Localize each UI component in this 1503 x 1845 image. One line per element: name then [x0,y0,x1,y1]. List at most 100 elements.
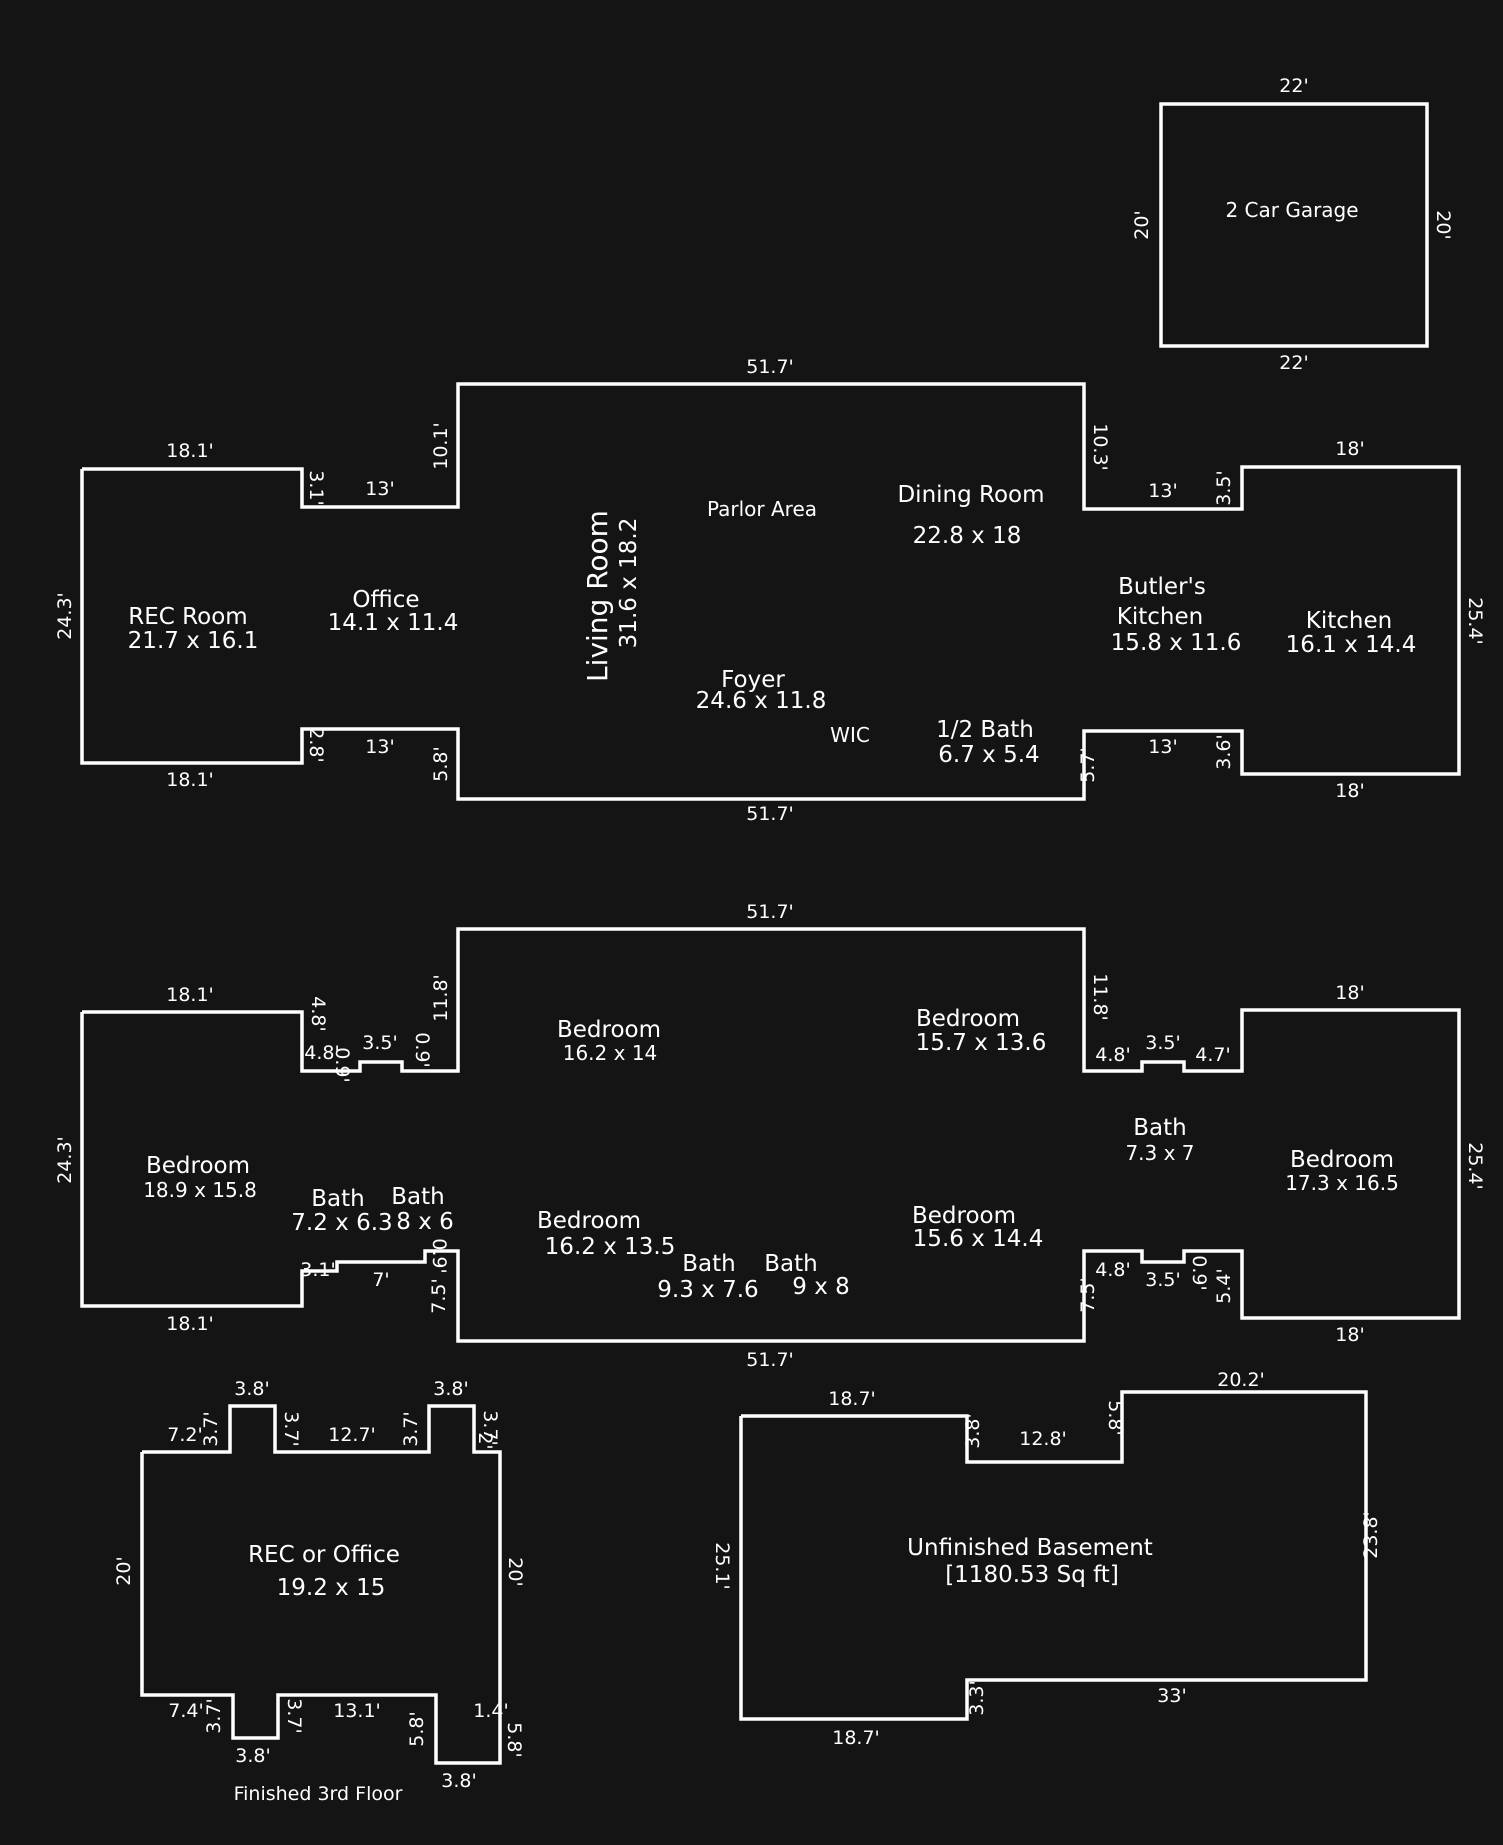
third-dim-t4: 3.7' [280,1411,302,1446]
second-floor-outline [80,927,1461,1343]
second-dim-tl-b: 4.8' [304,1042,339,1064]
dining-room-name: Dining Room [897,482,1044,508]
kitchen-name: Kitchen [1306,608,1392,634]
third-dim-t8: 3.7' [479,1410,501,1445]
third-dim-b2: 3.7' [203,1698,225,1733]
living-room-name: Living Room [581,510,614,682]
second-dim-bl-c: 0.9' [428,1238,450,1273]
bedroom-right-size: 17.3 x 16.5 [1285,1171,1399,1195]
garage-outline [1159,102,1429,348]
third-dim-b1: 7.4' [168,1700,203,1722]
bedroom-top-right-name: Bedroom [916,1006,1020,1032]
main-dim-office-top: 13' [365,478,394,500]
third-floor-caption: Finished 3rd Floor [234,1783,403,1805]
third-dim-b6: 5.8' [406,1711,428,1746]
foyer-name: Foyer [721,667,785,693]
bedroom-bottom-center-size: 16.2 x 13.5 [545,1234,676,1260]
second-dim-tr-b: 4.8' [1095,1044,1130,1066]
butlers-kitchen-size: 15.8 x 11.6 [1111,630,1242,656]
third-floor-plan: 20' 20' 7.2' 3.7' 3.8' 3.7' 12.7' 3.7' 3… [113,1378,526,1805]
bedroom-top-right-size: 15.7 x 13.6 [916,1030,1047,1056]
second-dim-tr-c: 3.5' [1145,1032,1180,1054]
garage-dim-top: 22' [1279,75,1308,97]
bath-d-name: Bath [764,1251,817,1277]
dining-room-size: 22.8 x 18 [913,523,1022,549]
main-floor-outline [80,382,1461,801]
wic-name: WIC [830,723,870,747]
basement-dim-right: 23.8' [1360,1511,1382,1559]
third-dim-b4: 3.7' [283,1698,305,1733]
main-dim-left-bottom: 18.1' [166,769,214,791]
rec-room-size: 21.7 x 16.1 [128,628,259,654]
bedroom-bottom-center-name: Bedroom [537,1208,641,1234]
bedroom-top-center-name: Bedroom [557,1017,661,1043]
second-dim-right-top: 18' [1335,982,1364,1004]
rec-office-name: REC or Office [248,1542,400,1568]
office-size: 14.1 x 11.4 [328,610,459,636]
main-dim-bottom: 51.7' [746,803,794,825]
second-dim-br-c: 3.5' [1145,1269,1180,1291]
garage-name: 2 Car Garage [1225,198,1358,222]
second-dim-tr-a: 11.8' [1089,973,1111,1021]
third-dim-b5: 13.1' [333,1700,381,1722]
second-dim-br-e: 5.4' [1213,1268,1235,1303]
garage-dim-bottom: 22' [1279,352,1308,374]
bath-b-size: 8 x 6 [396,1209,454,1235]
second-dim-tl-e: 0.9' [411,1032,433,1067]
second-dim-br-a: 4.8' [1095,1259,1130,1281]
main-dim-step-br: 3.6' [1213,734,1235,769]
second-dim-top: 51.7' [746,901,794,923]
main-dim-left-top: 18.1' [166,440,214,462]
second-dim-tl-c: 0.9' [331,1047,353,1082]
second-dim-tl-a: 4.8' [307,996,329,1031]
half-bath-size: 6.7 x 5.4 [938,742,1039,768]
second-dim-right-bottom: 18' [1335,1324,1364,1346]
basement-dim-bottom-right: 33' [1157,1685,1186,1707]
main-dim-step-bl: 2.8' [305,727,327,762]
third-dim-t7: 3.8' [433,1378,468,1400]
bedroom-left-size: 18.9 x 15.8 [143,1178,257,1202]
second-dim-right-side: 25.4' [1464,1142,1486,1190]
basement-dim-step-top2: 5.8' [1104,1400,1126,1435]
bath-a-name: Bath [311,1186,364,1212]
bedroom-top-center-size: 16.2 x 14 [563,1041,658,1065]
kitchen-size: 16.1 x 14.4 [1286,632,1417,658]
third-dim-t9: 2' [474,1432,496,1449]
butlers-kitchen-name-1: Butler's [1118,574,1206,600]
main-dim-top: 51.7' [746,356,794,378]
third-dim-t5: 12.7' [328,1424,376,1446]
basement-plan: 18.7' 3.8' 12.8' 5.8' 20.2' 23.8' 33' 3.… [711,1369,1382,1749]
second-dim-bottom: 51.7' [746,1349,794,1371]
main-dim-bk-bottom: 13' [1148,736,1177,758]
third-dim-t3: 3.8' [234,1378,269,1400]
butlers-kitchen-name-2: Kitchen [1117,604,1203,630]
bath-e-size: 7.3 x 7 [1125,1141,1194,1165]
third-dim-t2: 3.7' [200,1411,222,1446]
second-dim-left-side: 24.3' [54,1136,76,1184]
basement-dim-mid-top: 12.8' [1019,1428,1067,1450]
bedroom-left-name: Bedroom [146,1153,250,1179]
main-dim-bk-top: 13' [1148,480,1177,502]
main-dim-left-side: 24.3' [54,592,76,640]
rec-office-size: 19.2 x 15 [277,1575,386,1601]
main-dim-jog-br: 5.7' [1077,747,1099,782]
third-dim-t6: 3.7' [400,1411,422,1446]
main-dim-jog-tr: 10.3' [1089,423,1111,471]
bedroom-right-name: Bedroom [1290,1147,1394,1173]
basement-dim-step-bottom: 3.3' [966,1680,988,1715]
main-dim-right-bottom: 18' [1335,780,1364,802]
second-dim-tl-d: 3.5' [362,1032,397,1054]
second-dim-bl-a: 3.1' [300,1259,335,1281]
office-name: Office [352,587,419,613]
main-dim-jog-tl: 10.1' [430,422,452,470]
third-dim-right: 20' [504,1557,526,1586]
main-dim-right-top: 18' [1335,438,1364,460]
garage-plan: 2 Car Garage 22' 22' 20' 20' [1131,75,1454,374]
bath-c-size: 9.3 x 7.6 [657,1277,758,1303]
basement-dim-top-right: 20.2' [1217,1369,1265,1391]
second-dim-br-d: 0.9' [1188,1255,1210,1290]
bath-d-size: 9 x 8 [792,1274,850,1300]
basement-name: Unfinished Basement [907,1535,1153,1561]
second-dim-bl-d: 7.5' [428,1278,450,1313]
